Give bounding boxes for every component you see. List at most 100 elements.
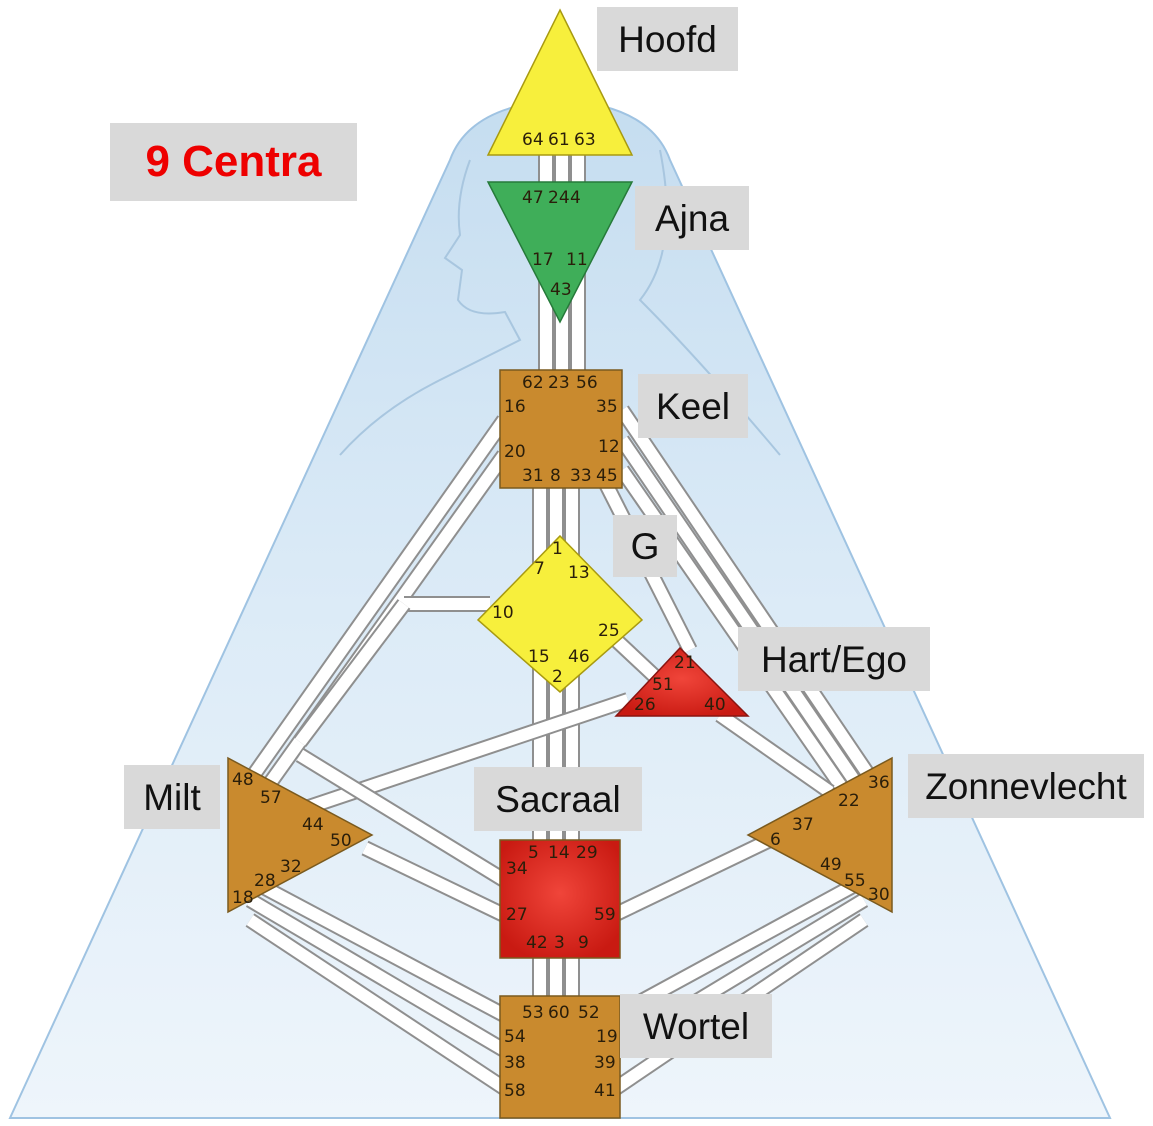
gate-number: 37	[792, 815, 814, 835]
gate-number: 27	[506, 905, 528, 925]
center-shape-throat	[499, 369, 623, 489]
center-shape-spleen	[227, 756, 374, 914]
gate-number: 16	[504, 397, 526, 417]
gate-number: 14	[548, 843, 570, 863]
gate-number: 63	[574, 130, 596, 150]
gate-number: 26	[634, 695, 656, 715]
center-shape-g	[476, 534, 644, 693]
label-ajna: Ajna	[635, 186, 749, 250]
gate-number: 25	[598, 621, 620, 641]
gate-number: 6	[770, 830, 781, 850]
label-zonnevlecht: Zonnevlecht	[908, 754, 1144, 818]
gate-number: 22	[838, 791, 860, 811]
gate-number: 33	[570, 466, 592, 486]
gate-number: 47	[522, 188, 544, 208]
label-hoofd: Hoofd	[597, 7, 738, 71]
channel	[716, 710, 834, 797]
channel	[296, 749, 508, 886]
gate-number: 40	[704, 695, 726, 715]
channel	[617, 406, 877, 784]
gate-number: 46	[568, 647, 590, 667]
gate-number: 8	[550, 466, 561, 486]
gate-number: 49	[820, 855, 842, 875]
channel	[238, 416, 509, 794]
gate-number: 13	[568, 563, 590, 583]
diagram-title: 9 Centra	[110, 123, 357, 201]
gate-number: 7	[534, 559, 545, 579]
gate-number: 12	[598, 437, 620, 457]
gate-number: 15	[528, 647, 550, 667]
gate-number: 30	[868, 885, 890, 905]
channel	[295, 600, 409, 746]
channel	[611, 834, 773, 921]
label-keel: Keel	[638, 374, 748, 438]
gate-number: 58	[504, 1081, 526, 1101]
gate-number: 38	[504, 1053, 526, 1073]
gate-number: 28	[254, 871, 276, 891]
gate-number: 2	[552, 667, 563, 687]
gate-number: 64	[522, 130, 544, 150]
gate-number: 59	[594, 905, 616, 925]
channel	[247, 874, 507, 1021]
gate-number: 61	[548, 130, 570, 150]
channel	[246, 914, 508, 1094]
label-milt: Milt	[124, 765, 220, 829]
label-sacraal: Sacraal	[474, 767, 642, 831]
channel	[362, 842, 507, 921]
gate-number: 36	[868, 773, 890, 793]
gate-number: 18	[232, 888, 254, 908]
gate-number: 55	[844, 871, 866, 891]
center-shape-ajna	[486, 181, 634, 324]
gate-number: 3	[554, 933, 565, 953]
gate-number: 5	[528, 843, 539, 863]
gate-number: 29	[576, 843, 598, 863]
label-hart-ego: Hart/Ego	[738, 627, 930, 691]
gate-number: 39	[594, 1053, 616, 1073]
gate-number: 48	[232, 770, 254, 790]
channel	[617, 436, 863, 790]
gate-number: 50	[330, 831, 352, 851]
gate-number: 56	[576, 373, 598, 393]
label-g: G	[613, 515, 677, 577]
center-shape-solar	[746, 756, 893, 914]
gate-number: 42	[526, 933, 548, 953]
gate-number: 21	[674, 653, 696, 673]
gate-number: 45	[596, 466, 618, 486]
gate-number: 60	[548, 1003, 570, 1023]
gate-number: 31	[522, 466, 544, 486]
gate-number: 57	[260, 788, 282, 808]
gate-number: 43	[550, 280, 572, 300]
gate-number: 62	[522, 373, 544, 393]
gate-number: 1	[552, 539, 563, 559]
gate-number: 32	[280, 857, 302, 877]
gate-number: 4	[570, 188, 581, 208]
gate-number: 34	[506, 859, 528, 879]
channel	[613, 874, 867, 1021]
gate-number: 53	[522, 1003, 544, 1023]
gate-number: 10	[492, 603, 514, 623]
gate-number: 41	[594, 1081, 616, 1101]
gate-number: 24	[548, 188, 570, 208]
center-shape-heart	[614, 646, 750, 717]
center-shape-sacral	[499, 839, 621, 959]
gate-number: 35	[596, 397, 618, 417]
gate-number: 23	[548, 373, 570, 393]
channel	[246, 894, 508, 1056]
gate-number: 11	[566, 250, 588, 270]
gate-number: 17	[532, 250, 554, 270]
gate-number: 9	[578, 933, 589, 953]
gate-number: 20	[504, 442, 526, 462]
center-g: 17 13 10 25 15 462	[476, 534, 644, 693]
gate-number: 44	[302, 815, 324, 835]
center-shape-root	[499, 995, 621, 1119]
gate-number: 52	[578, 1003, 600, 1023]
head-outline	[339, 159, 522, 456]
